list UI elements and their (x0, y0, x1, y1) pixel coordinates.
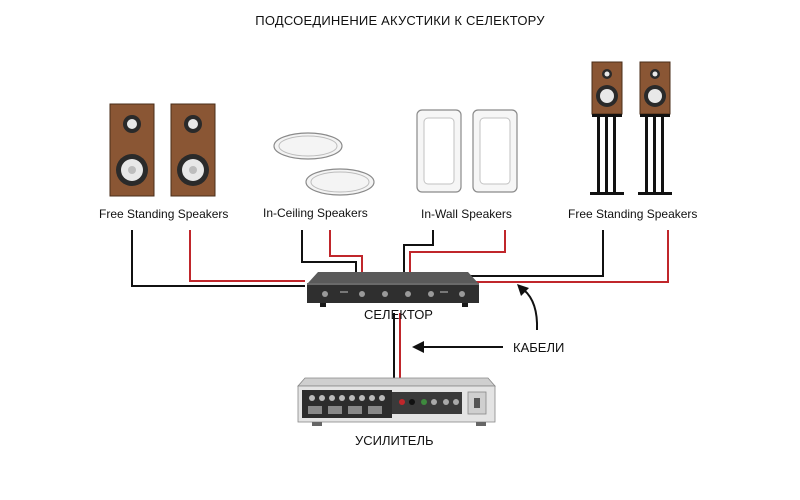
wire-ceiling-black (301, 230, 357, 276)
wire-wall-red (409, 230, 506, 276)
selector-device (307, 272, 479, 307)
diagram-title: ПОДСОЕДИНЕНИЕ АКУСТИКИ К СЕЛЕКТОРУ (255, 13, 545, 28)
cables-arrow (412, 341, 503, 353)
speaker-group-label-right: Free Standing Speakers (568, 207, 698, 221)
wire-right-red (475, 230, 669, 283)
wire-right-black (460, 230, 604, 277)
speaker-left-1 (109, 103, 155, 197)
free-standing-speakers-left (109, 103, 216, 197)
speaker-left-2 (170, 103, 216, 197)
free-standing-speakers-right (590, 61, 672, 195)
wire-left-black (131, 230, 305, 287)
amplifier-device (297, 377, 496, 426)
amplifier-label: УСИЛИТЕЛЬ (355, 433, 434, 448)
speaker-right-2 (638, 61, 672, 195)
speaker-group-label-left: Free Standing Speakers (99, 207, 229, 221)
in-ceiling-speakers (273, 132, 375, 196)
speaker-wires (131, 230, 669, 410)
speaker-group-label-ceiling: In-Ceiling Speakers (263, 206, 368, 220)
in-wall-speakers (416, 109, 518, 193)
wire-left-red (189, 230, 305, 282)
wire-wall-black (403, 230, 434, 276)
selector-arrow (517, 284, 539, 331)
selector-label: СЕЛЕКТОР (364, 307, 433, 322)
speaker-group-label-wall: In-Wall Speakers (421, 207, 512, 221)
wire-ceiling-red (329, 230, 363, 276)
cables-label: КАБЕЛИ (513, 340, 565, 355)
speaker-right-1 (590, 61, 624, 195)
